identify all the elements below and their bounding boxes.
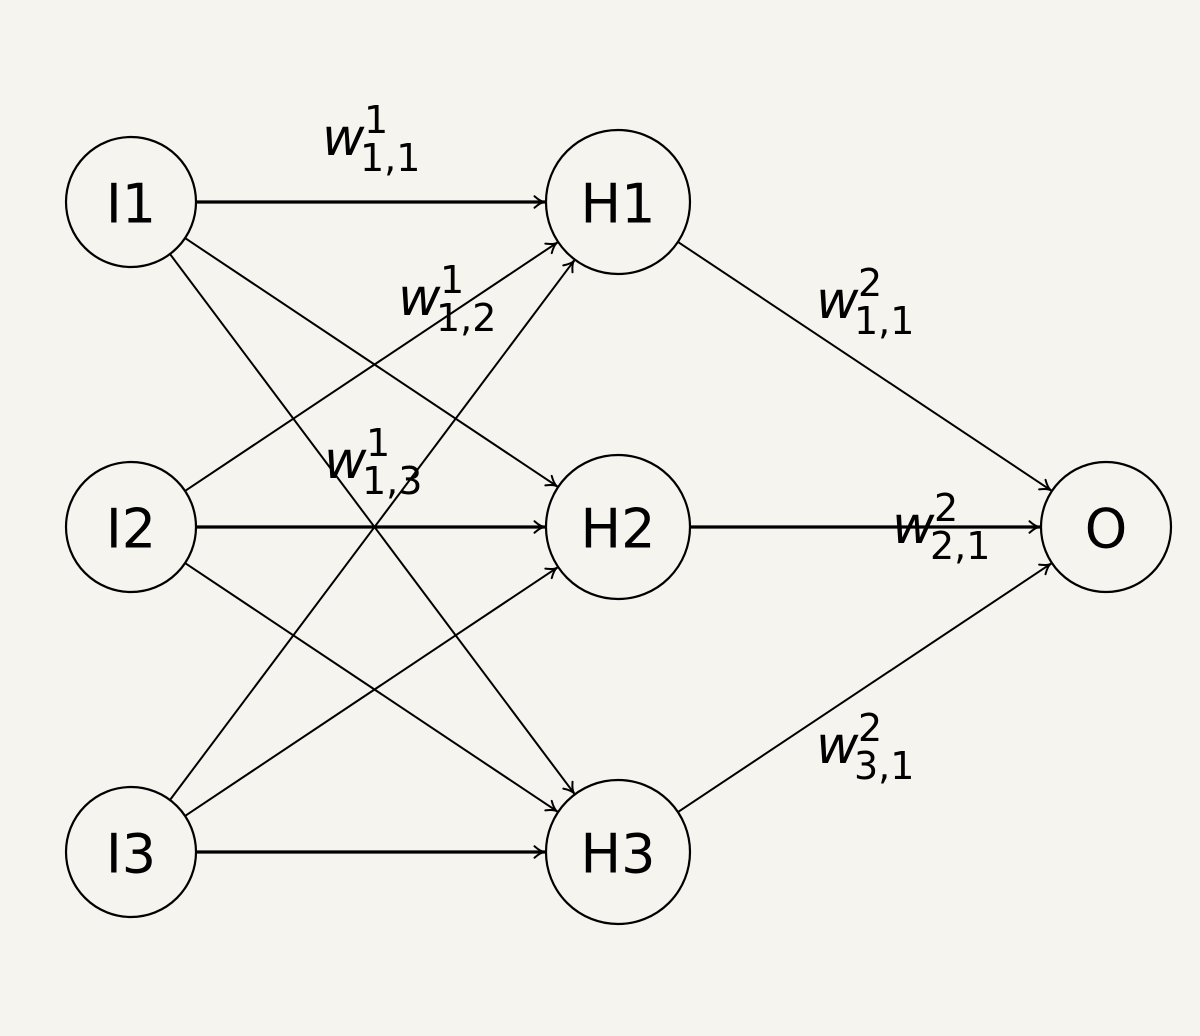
edge-i2-h3 [184, 562, 558, 813]
weight-subscript: 1,3 [362, 459, 422, 503]
edge-i1-h1 [196, 195, 546, 209]
node-h1: H1 [544, 128, 692, 276]
weight-symbol: w [892, 496, 935, 556]
edge-line [184, 241, 558, 492]
node-h2: H2 [544, 453, 692, 601]
arrowhead-icon [544, 799, 558, 813]
arrowhead-icon [1038, 562, 1052, 576]
node-label: H1 [581, 173, 656, 236]
edge-line [184, 562, 558, 813]
edge-i3-h2 [184, 566, 558, 817]
weight-subscript: 1,1 [854, 299, 914, 343]
weight-subscript: 3,1 [854, 744, 914, 788]
weight-symbol: w [324, 431, 367, 491]
weight-superscript: 2 [858, 706, 882, 750]
node-circle [544, 453, 692, 601]
node-i1: I1 [64, 135, 198, 269]
edge-i3-h1 [169, 259, 576, 801]
arrowhead-icon [544, 241, 558, 255]
weight-symbol: w [816, 271, 859, 331]
node-label: H2 [581, 498, 656, 561]
node-i3: I3 [64, 785, 198, 919]
edge-line [184, 566, 558, 817]
weight-superscript: 1 [440, 258, 464, 302]
node-i2: I2 [64, 460, 198, 594]
edge-i3-h3 [196, 845, 546, 859]
edges-layer [169, 195, 1052, 859]
edge-line [677, 241, 1052, 492]
weight-superscript: 1 [366, 421, 390, 465]
node-circle [64, 785, 198, 919]
weight-superscript: 1 [364, 98, 388, 142]
weight-symbol: w [322, 108, 365, 168]
weight-subscript: 2,1 [930, 524, 990, 568]
node-circle [1039, 460, 1173, 594]
node-circle [544, 128, 692, 276]
node-h3: H3 [544, 778, 692, 926]
weight-symbol: w [398, 268, 441, 328]
edge-line [169, 259, 576, 801]
arrowhead-icon [544, 566, 558, 580]
node-circle [544, 778, 692, 926]
weight-symbol: w [816, 716, 859, 776]
node-circle [64, 135, 198, 269]
edge-line [184, 237, 558, 488]
edge-i1-h3 [169, 253, 576, 795]
node-label: O [1085, 498, 1128, 561]
node-label: I1 [106, 173, 156, 236]
node-label: I3 [106, 823, 156, 886]
weight-superscript: 2 [934, 486, 958, 530]
weight-subscript: 1,1 [360, 136, 420, 180]
arrowhead-icon [544, 474, 558, 488]
arrowhead-icon [1038, 478, 1052, 492]
edge-line [677, 562, 1052, 813]
edge-line [169, 253, 576, 795]
node-circle [64, 460, 198, 594]
weight-subscript: 1,2 [436, 296, 496, 340]
node-label: H3 [581, 823, 656, 886]
weight-superscript: 2 [858, 261, 882, 305]
node-label: I2 [106, 498, 156, 561]
node-o: O [1039, 460, 1173, 594]
